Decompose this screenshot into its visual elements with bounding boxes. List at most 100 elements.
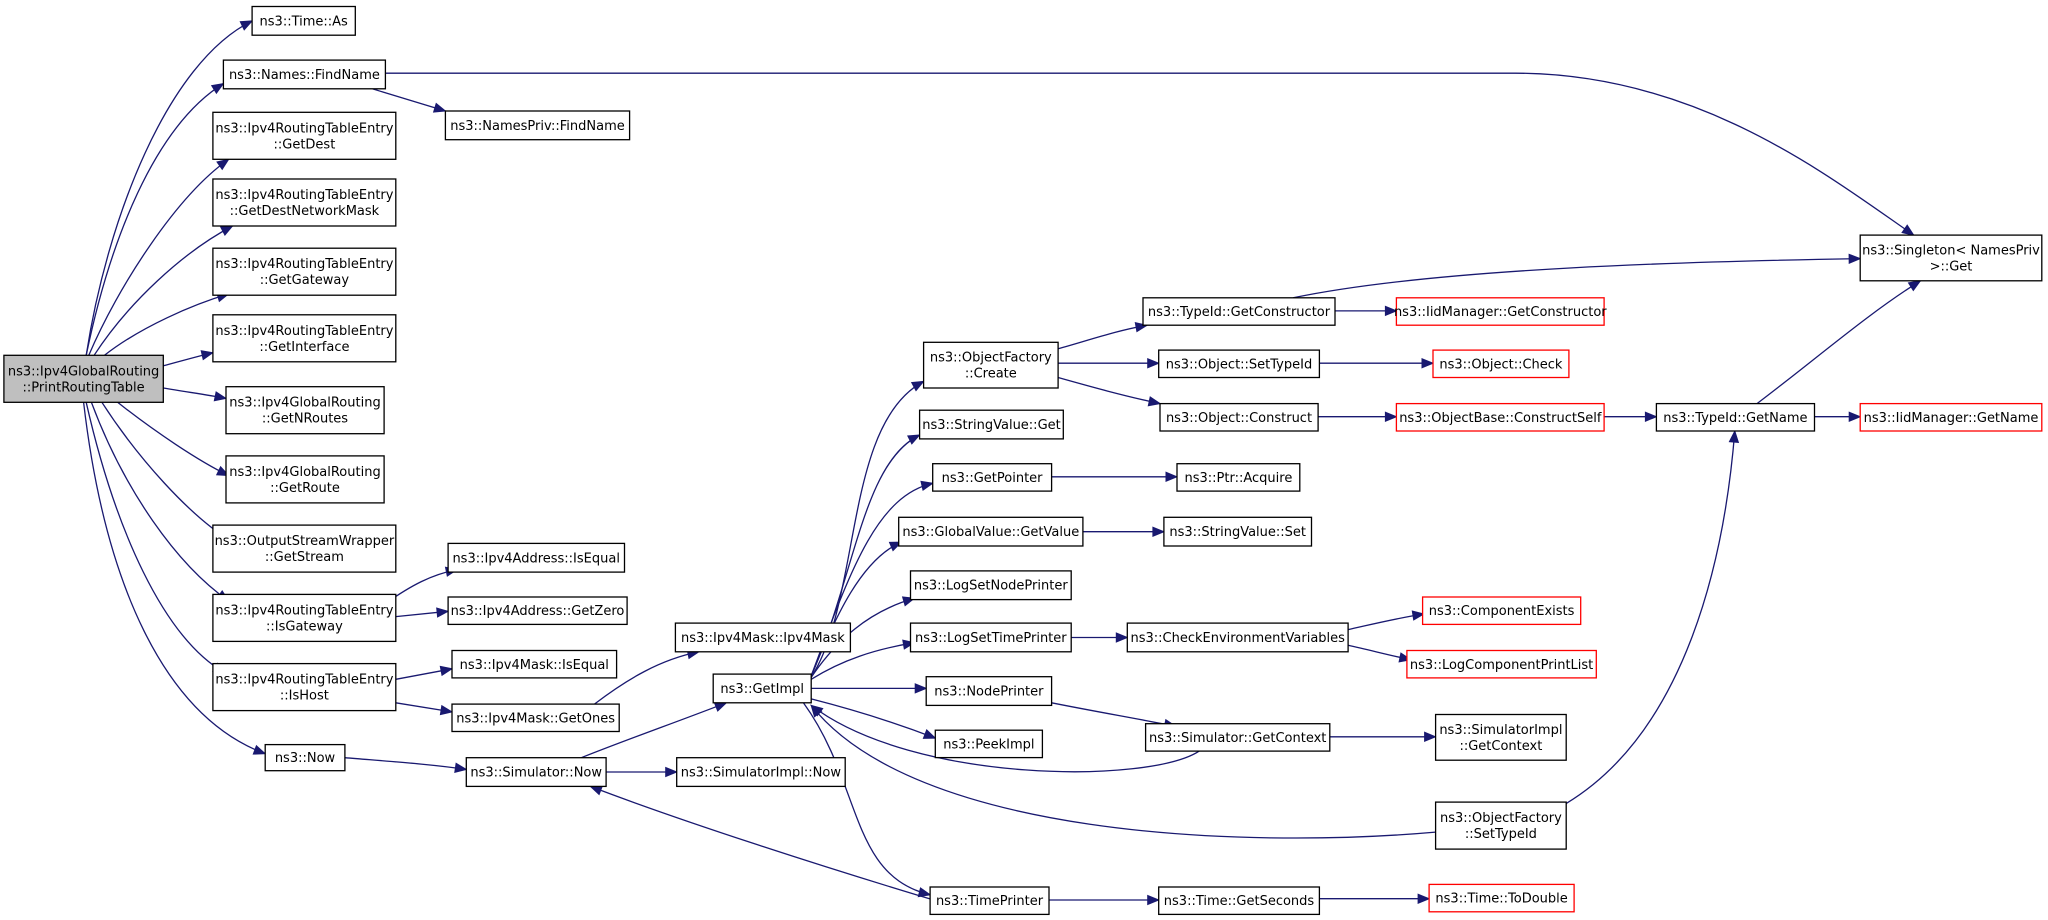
node-tidGetCtor[interactable]: ns3::TypeId::GetConstructor <box>1142 297 1336 326</box>
node-box <box>1859 402 2043 432</box>
node-logCompList[interactable]: ns3::LogComponentPrintList <box>1406 649 1597 679</box>
node-ptrAcquire[interactable]: ns3::Ptr::Acquire <box>1176 463 1301 492</box>
node-isGateway[interactable]: ns3::Ipv4RoutingTableEntry::IsGateway <box>212 593 397 643</box>
arrowhead <box>454 762 468 773</box>
node-label-line: ns3::SimulatorImpl <box>1439 723 1562 738</box>
node-getInterface[interactable]: ns3::Ipv4RoutingTableEntry::GetInterface <box>212 314 397 363</box>
node-getRoute[interactable]: ns3::Ipv4GlobalRouting::GetRoute <box>225 455 385 504</box>
node-timeToDouble[interactable]: ns3::Time::ToDouble <box>1428 883 1575 913</box>
node-getDestMask[interactable]: ns3::Ipv4RoutingTableEntry::GetDestNetwo… <box>212 178 397 227</box>
node-box <box>934 729 1044 759</box>
node-label-line: ns3::IidManager::GetName <box>1864 411 2039 426</box>
node-iidGetName[interactable]: ns3::IidManager::GetName <box>1859 402 2043 432</box>
node-ofCreate[interactable]: ns3::ObjectFactory::Create <box>922 341 1059 389</box>
edge-tidGetCtor-to-singletonGet <box>1293 253 1862 299</box>
node-box <box>932 463 1053 492</box>
node-box <box>1158 886 1321 916</box>
node-timeGetSeconds[interactable]: ns3::Time::GetSeconds <box>1158 886 1321 916</box>
node-iidGetCtor[interactable]: ns3::IidManager::GetConstructor <box>1394 297 1607 326</box>
arrowhead <box>439 704 454 716</box>
node-svGet[interactable]: ns3::StringValue::Get <box>918 409 1064 440</box>
node-ofSetTypeId[interactable]: ns3::ObjectFactory::SetTypeId <box>1434 801 1567 850</box>
node-objCheck[interactable]: ns3::Object::Check <box>1432 349 1570 379</box>
node-root[interactable]: ns3::Ipv4GlobalRouting::PrintRoutingTabl… <box>3 354 164 403</box>
node-maskIsEqual[interactable]: ns3::Ipv4Mask::IsEqual <box>451 649 618 679</box>
edge-ofSetTypeId-to-getImpl <box>810 704 1436 839</box>
node-label-line: ::SetTypeId <box>1465 827 1537 842</box>
node-simGetContext[interactable]: ns3::Simulator::GetContext <box>1144 723 1331 752</box>
node-maskCtor[interactable]: ns3::Ipv4Mask::Ipv4Mask <box>674 622 852 653</box>
node-isHost[interactable]: ns3::Ipv4RoutingTableEntry::IsHost <box>212 662 397 712</box>
arrowhead <box>1152 526 1166 537</box>
node-compExists[interactable]: ns3::ComponentExists <box>1421 596 1582 626</box>
node-svSet[interactable]: ns3::StringValue::Set <box>1163 516 1313 547</box>
node-label-line: ns3::StringValue::Get <box>922 418 1060 433</box>
edge-root-to-now <box>82 402 267 755</box>
node-label-line: ::GetRoute <box>270 481 340 496</box>
node-label-line: ::PrintRoutingTable <box>23 380 145 395</box>
node-simImplNow[interactable]: ns3::SimulatorImpl::Now <box>676 757 846 788</box>
node-box <box>465 757 607 788</box>
node-label-line: ns3::ComponentExists <box>1429 604 1575 619</box>
node-timeAs[interactable]: ns3::Time::As <box>251 5 356 36</box>
edge-namesFind-to-singletonGet <box>385 72 1915 236</box>
node-objSetTypeId[interactable]: ns3::Object::SetTypeId <box>1158 349 1321 379</box>
node-obConstructSelf[interactable]: ns3::ObjectBase::ConstructSelf <box>1395 402 1605 432</box>
node-now[interactable]: ns3::Now <box>264 743 346 772</box>
edge-line <box>385 72 1915 236</box>
node-tidGetName[interactable]: ns3::TypeId::GetName <box>1655 402 1816 432</box>
edge-ofSetTypeId-to-tidGetName <box>1565 429 1740 804</box>
edge-tidGetCtor-to-iidGetCtor <box>1335 305 1398 317</box>
node-logTime[interactable]: ns3::LogSetTimePrinter <box>909 622 1072 653</box>
node-box <box>929 886 1050 916</box>
node-box <box>1395 297 1605 326</box>
arrowhead <box>914 683 928 694</box>
node-label-line: ns3::Singleton< NamesPriv <box>1862 244 2040 259</box>
node-getNRoutes[interactable]: ns3::Ipv4GlobalRouting::GetNRoutes <box>225 386 385 435</box>
edge-root-to-getNRoutes <box>163 387 228 402</box>
node-box <box>212 593 397 643</box>
node-getStream[interactable]: ns3::OutputStreamWrapper::GetStream <box>212 524 397 573</box>
arrowhead <box>1424 731 1437 743</box>
node-addrGetZero[interactable]: ns3::Ipv4Address::GetZero <box>447 596 628 626</box>
node-label-line: ::GetStream <box>265 550 344 565</box>
node-simImplGetCtx[interactable]: ns3::SimulatorImpl::GetContext <box>1434 713 1567 761</box>
node-checkEnv[interactable]: ns3::CheckEnvironmentVariables <box>1126 622 1349 653</box>
node-maskGetOnes[interactable]: ns3::Ipv4Mask::GetOnes <box>451 703 620 733</box>
node-label-line: ns3::Ipv4RoutingTableEntry <box>215 673 393 688</box>
node-namesPrivFind[interactable]: ns3::NamesPriv::FindName <box>444 110 631 141</box>
call-edges <box>82 20 1922 906</box>
node-getGateway[interactable]: ns3::Ipv4RoutingTableEntry::GetGateway <box>212 247 397 296</box>
node-label-line: ::GetInterface <box>259 340 349 355</box>
edge-namesFind-to-namesPrivFind <box>372 88 447 113</box>
node-simNow[interactable]: ns3::Simulator::Now <box>465 757 607 788</box>
edge-isGateway-to-addrGetZero <box>395 607 450 618</box>
edge-checkEnv-to-compExists <box>1347 610 1426 631</box>
edge-simGetContext-to-simImplGetCtx <box>1329 731 1437 743</box>
node-box <box>1421 596 1582 626</box>
node-gvGetValue[interactable]: ns3::GlobalValue::GetValue <box>898 516 1084 547</box>
node-singletonGet[interactable]: ns3::Singleton< NamesPriv >::Get <box>1859 234 2043 282</box>
node-objConstruct[interactable]: ns3::Object::Construct <box>1159 402 1319 432</box>
node-addrIsEqual[interactable]: ns3::Ipv4Address::IsEqual <box>447 542 626 573</box>
edge-line <box>372 88 446 112</box>
node-box <box>1395 402 1605 432</box>
arrowhead <box>1411 610 1426 621</box>
edge-getPointer-to-ptrAcquire <box>1051 471 1179 483</box>
arrowhead <box>216 158 230 171</box>
node-label-line: ns3::Now <box>275 751 336 766</box>
edge-line <box>88 158 229 356</box>
edge-obConstructSelf-to-tidGetName <box>1604 411 1658 422</box>
arrowhead <box>907 434 921 445</box>
edge-line <box>117 401 229 477</box>
node-logNode[interactable]: ns3::LogSetNodePrinter <box>909 570 1072 601</box>
node-namesFind[interactable]: ns3::Names::FindName <box>222 59 387 90</box>
node-timePrinter[interactable]: ns3::TimePrinter <box>929 886 1050 916</box>
node-nodePrinter[interactable]: ns3::NodePrinter <box>925 676 1053 707</box>
arrowhead <box>1907 280 1922 292</box>
node-getDest[interactable]: ns3::Ipv4RoutingTableEntry::GetDest <box>212 111 397 160</box>
node-label-line: ns3::ObjectBase::ConstructSelf <box>1399 411 1602 426</box>
node-getImpl[interactable]: ns3::GetImpl <box>712 673 812 704</box>
node-peekImpl[interactable]: ns3::PeekImpl <box>934 729 1044 759</box>
node-getPointer[interactable]: ns3::GetPointer <box>932 463 1053 492</box>
